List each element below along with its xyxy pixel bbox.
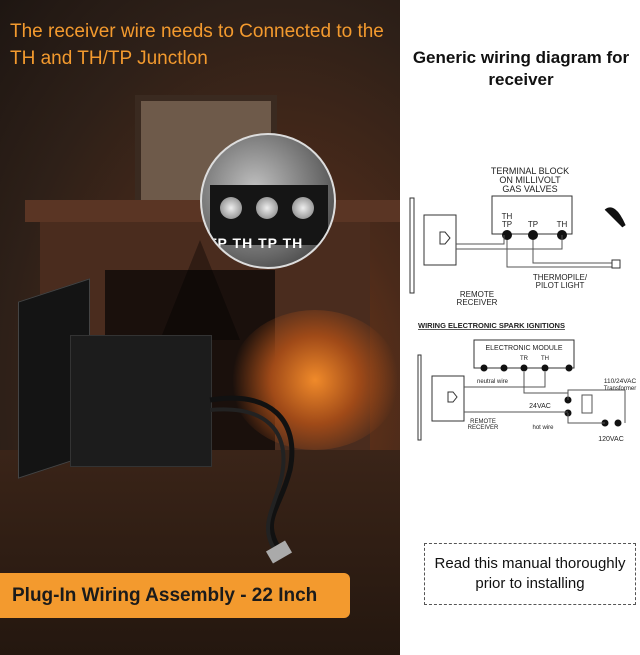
label: ON MILLIVOLT (499, 175, 561, 185)
label: RECEIVER (457, 298, 498, 307)
label: neutral wire (477, 379, 509, 385)
label: Transformer (604, 386, 636, 392)
label: GAS VALVES (502, 184, 557, 194)
label: TR (520, 356, 529, 362)
label: 24VAC (529, 403, 551, 410)
screw-icon (292, 197, 314, 219)
label: PILOT LIGHT (536, 281, 585, 290)
label: TH (557, 220, 568, 229)
terminal-dot (528, 230, 538, 240)
screw-icon (256, 197, 278, 219)
receiver-body (70, 335, 212, 467)
spark-ignition-wiring-diagram: WIRING ELECTRONIC SPARK IGNITIONS ELECTR… (417, 321, 637, 443)
fire-glow (230, 310, 400, 450)
manual-note-box: Read this manual thoroughly prior to ins… (424, 543, 636, 605)
screw-icon (220, 197, 242, 219)
label: 120VAC (598, 436, 624, 443)
product-photo: The receiver wire needs to Connected to … (0, 0, 400, 655)
note-line: Read this manual thoroughly (434, 555, 626, 572)
wire-harness (209, 395, 295, 564)
label: RECEIVER (468, 425, 499, 431)
label: TP (528, 220, 538, 229)
label: 110/24VAC (604, 378, 637, 385)
label: ELECTRONIC MODULE (485, 345, 562, 352)
label: REMOTE (470, 419, 496, 425)
diagram-title: Generic wiring diagram for receiver (412, 48, 630, 89)
label: TERMINAL BLOCK (491, 166, 569, 176)
millivolt-wiring-diagram: TERMINAL BLOCK ON MILLIVOLT GAS VALVES T… (409, 166, 626, 307)
label: TP (502, 220, 512, 229)
label: TH (502, 212, 513, 221)
label: WIRING ELECTRONIC SPARK IGNITIONS (418, 321, 565, 330)
label: TH (541, 356, 549, 362)
label: REMOTE (460, 290, 494, 299)
label: THERMOPILE/ (533, 273, 588, 282)
headline: The receiver wire needs to Connected to … (10, 21, 384, 69)
plug-label-banner: Plug-In Wiring Assembly - 22 Inch (0, 573, 350, 618)
terminal-labels: TP TH TP TH (208, 235, 304, 251)
label: hot wire (532, 425, 554, 431)
callout-pointer (160, 240, 240, 340)
terminal-closeup-callout: TP TH TP TH (200, 133, 336, 269)
floor (0, 450, 400, 655)
note-line: prior to installing (475, 575, 585, 592)
